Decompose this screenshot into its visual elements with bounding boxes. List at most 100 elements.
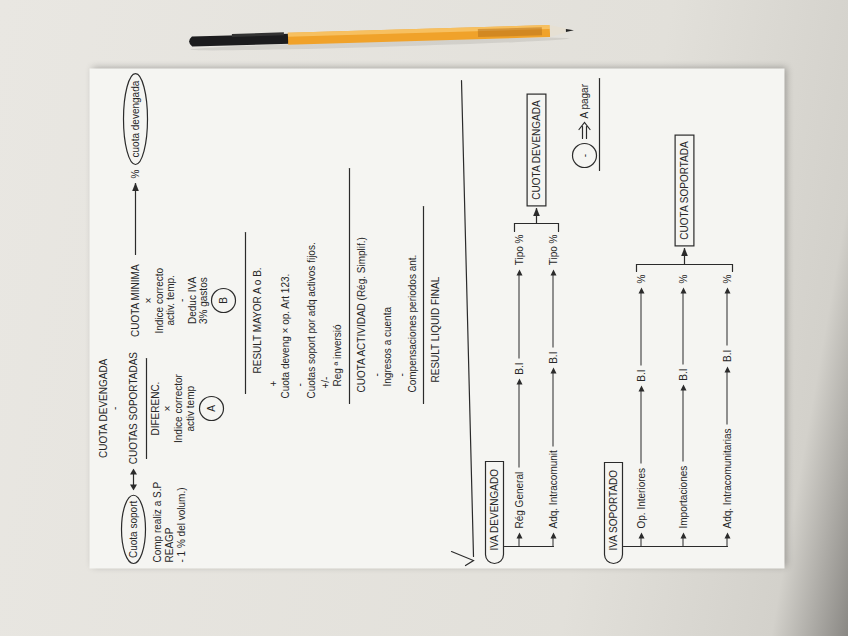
operator-sign: % (636, 274, 648, 283)
formula-row: Op. Interiores B.I % (636, 274, 648, 546)
operator-sign: × (143, 297, 155, 303)
arrow (723, 366, 733, 424)
node-text: cuota devengada (130, 80, 142, 157)
pen-point (566, 29, 574, 32)
node-border (675, 135, 694, 246)
arrow (679, 287, 689, 364)
operator-sign: - (396, 373, 408, 376)
formula-row: Adq. Intracomunitarias B.I % (722, 274, 734, 546)
formula-row: Adq. Intracomunit B.I Tipo % (548, 234, 560, 546)
note-text: Ingresos a cuenta (382, 307, 394, 387)
node-text: B (218, 297, 230, 304)
operator-sign: - (371, 373, 383, 376)
arrow-line (684, 248, 685, 264)
node-border (527, 94, 546, 206)
note-text: Indice corrector (173, 374, 185, 443)
note-text: Cuotas soport por adq activos fijos. (306, 242, 318, 398)
formula-row: Importaciones B.I % (678, 274, 690, 546)
node-border (200, 396, 224, 420)
circled-letter: B (211, 287, 237, 313)
pen-barrel (288, 25, 550, 45)
note-text: Adq. Intracomunitarias (722, 428, 734, 528)
note-text: Indice correcto (154, 267, 166, 333)
node-text: CUOTA DEVENGADA (531, 100, 543, 199)
branch-line (505, 545, 520, 546)
circled-sign: - (572, 142, 598, 168)
heading-text: CUOTA MINIMA (130, 264, 142, 337)
section-divider (462, 80, 474, 556)
branch-line (624, 545, 728, 546)
operator-sign: + (268, 380, 280, 386)
arrow (679, 532, 689, 546)
heading-text: B.I (636, 369, 648, 381)
note-text: RESULT MAYOR A o B. (252, 267, 264, 373)
note-text: Adq. Intracomunit (548, 450, 560, 528)
heading-text: B.I (514, 362, 526, 374)
pen-highlight (288, 25, 550, 37)
note-text: CUOTA ACTIVIDAD (Rég. Simplif.) (356, 237, 368, 392)
node-text: A (206, 405, 218, 412)
note-text: Deduc IVA (187, 276, 199, 323)
heading-text: REAGP (164, 527, 176, 562)
arrow (637, 287, 647, 365)
arrow-line (536, 208, 537, 223)
arrow (637, 385, 647, 463)
operator-sign: % (678, 274, 690, 283)
arrow (549, 532, 559, 546)
arrow (637, 532, 647, 546)
note-text: activ. temp. (165, 275, 177, 325)
note-text: Comp realiz a S.P (152, 481, 164, 562)
double-arrow (129, 468, 139, 490)
arrow (515, 269, 525, 358)
heading-text: DIFERENC. (150, 381, 162, 435)
operator-sign: - (109, 406, 121, 409)
heading-text: CUOTA DEVENGADA (98, 358, 110, 457)
operator-sign: % (130, 169, 142, 178)
operator-sign: +/- (320, 376, 332, 388)
result-box: CUOTA SOPORTADA (675, 134, 695, 246)
note-text: Cuota deveng × op. Art 123. (280, 273, 292, 398)
arrow (515, 378, 525, 467)
operator-sign: × (162, 405, 174, 411)
subtraction-line (146, 358, 147, 458)
node-border (122, 495, 146, 563)
circled-term: cuota devengada (123, 72, 149, 165)
note-text: 3% gastos (198, 277, 210, 324)
arrow (679, 384, 689, 461)
arrow (515, 532, 525, 546)
circled-letter: A (199, 395, 225, 421)
section-box: IVA SOPORTADO (604, 461, 624, 564)
formula-row: Rég General B.I Tipo % (514, 234, 526, 546)
sum-line (245, 232, 246, 393)
sum-line (349, 168, 350, 403)
operator-sign: - (176, 298, 188, 301)
term-row: Cuota soport CUOTAS SOPORTADAS (121, 352, 147, 565)
result-box: CUOTA DEVENGADA (527, 93, 547, 206)
node-border (573, 143, 597, 167)
note-text: Compensaciones periodos ant. (407, 254, 419, 392)
heading-text: CUOTAS SOPORTADAS (128, 352, 140, 464)
note-text: Tipo % (548, 234, 560, 265)
pen-tip (550, 24, 566, 36)
node-text: IVA DEVENGADO (489, 468, 501, 550)
circled-term: Cuota soport (121, 494, 147, 564)
note-text: Importaciones (678, 465, 690, 528)
heading-text: B.I (722, 349, 734, 361)
note-text: activ temp (185, 385, 197, 431)
underline (599, 78, 600, 170)
node-border (605, 462, 623, 563)
sum-line (423, 206, 424, 403)
arrow (549, 269, 559, 347)
arrow (723, 532, 733, 546)
implies-arrow (579, 122, 590, 138)
node-border (486, 461, 504, 563)
arrow (723, 287, 733, 345)
heading-text: B.I (678, 368, 690, 380)
node-text: CUOTA SOPORTADA (679, 141, 691, 239)
arrow (549, 367, 559, 445)
bracket (515, 223, 559, 231)
heading-text: B.I (548, 351, 560, 363)
arrow-line (135, 183, 136, 254)
note-text: Reg ª inversió (332, 324, 344, 386)
pen-clip (232, 32, 284, 37)
